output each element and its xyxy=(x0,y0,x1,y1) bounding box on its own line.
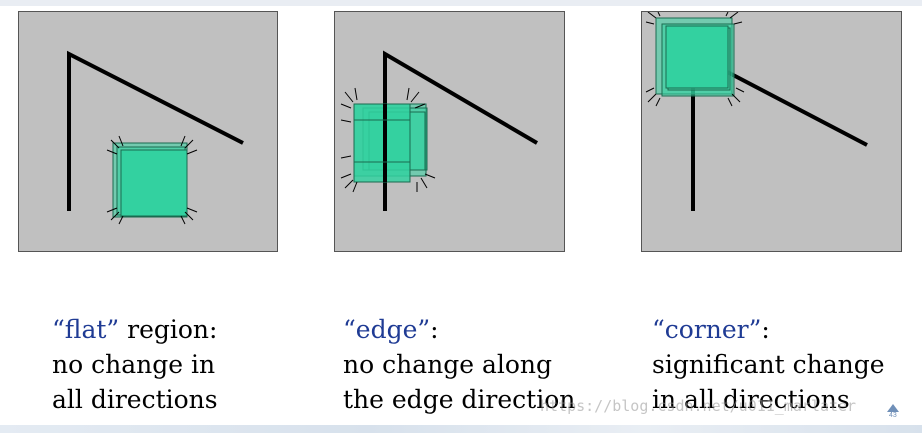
detection-window xyxy=(665,25,729,89)
corner-caption-line1: “corner”: xyxy=(652,312,885,347)
flat-caption-rest: region: xyxy=(119,315,218,344)
watermark: https://blog.csdn.net/u011_marlater xyxy=(540,397,857,415)
slide-nav-triangle-icon[interactable] xyxy=(887,404,899,412)
detection-window xyxy=(120,149,188,217)
flat-caption-line2: no change in xyxy=(52,350,216,379)
flat-caption-line3: all directions xyxy=(52,385,218,414)
edge-caption-line3: the edge direction xyxy=(343,385,576,414)
flat-caption: “flat” region: no change in all directio… xyxy=(52,312,218,417)
corner-quote: “corner” xyxy=(652,315,762,344)
flat-quote: “flat” xyxy=(52,315,120,344)
edge-region-panel xyxy=(334,11,565,252)
corner-region-panel xyxy=(641,11,902,252)
corner-caption-line2: significant change xyxy=(652,350,885,379)
flat-caption-line1: “flat” region: xyxy=(52,312,218,347)
bottom-border xyxy=(0,425,922,433)
detection-window xyxy=(353,103,411,183)
corner-caption-rest: : xyxy=(761,315,770,344)
corner-caption-line3: in all directions xyxy=(652,385,850,414)
edge-caption: “edge”: no change along the edge directi… xyxy=(343,312,575,417)
top-border xyxy=(0,0,922,6)
shift-arrows xyxy=(106,135,198,225)
edge-caption-line2: no change along xyxy=(343,350,553,379)
shift-arrows xyxy=(645,12,745,107)
image-edges xyxy=(67,50,244,211)
edge-caption-line1: “edge”: xyxy=(343,312,575,347)
flat-region-panel xyxy=(18,11,278,252)
window-inner-lines xyxy=(354,119,410,163)
edge-caption-rest: : xyxy=(430,315,439,344)
edge-quote: “edge” xyxy=(343,315,431,344)
shift-arrows xyxy=(340,87,436,193)
corner-caption: “corner”: significant change in all dire… xyxy=(652,312,885,417)
slide-number: 43 xyxy=(889,412,897,419)
